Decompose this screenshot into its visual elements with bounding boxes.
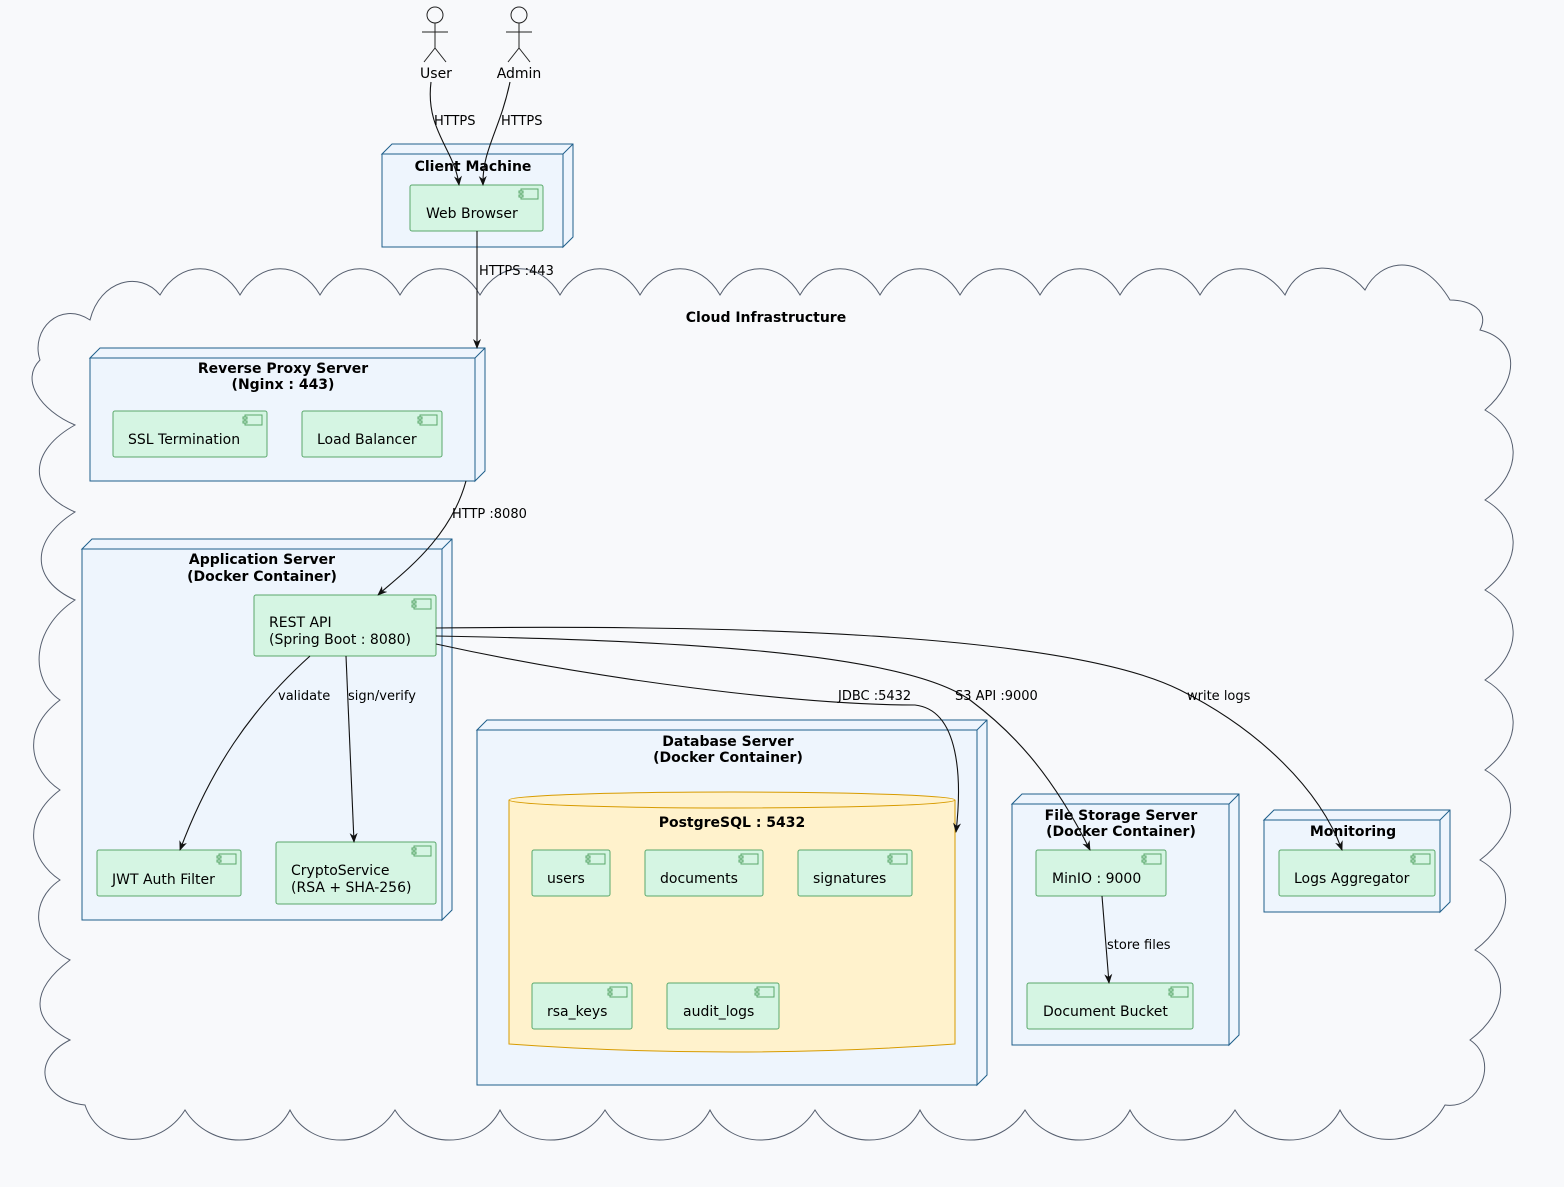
audit-logs-label: audit_logs: [683, 1004, 754, 1020]
documents-label: documents: [660, 871, 738, 887]
cloud-title: Cloud Infrastructure: [686, 310, 846, 326]
signatures-label: signatures: [813, 871, 886, 887]
rest-api-label-line2: (Spring Boot : 8080): [269, 632, 411, 648]
component-web-browser: Web Browser: [409, 184, 544, 232]
component-minio: MinIO : 9000: [1035, 849, 1167, 897]
component-document-bucket: Document Bucket: [1026, 982, 1194, 1030]
edge-api-jwt: [179, 655, 311, 851]
component-icon: [216, 853, 237, 865]
load-balancer-label: Load Balancer: [317, 432, 417, 448]
proxy-title-line1: Reverse Proxy Server: [198, 361, 368, 377]
web-browser-label: Web Browser: [426, 206, 518, 222]
table-documents: documents: [644, 849, 764, 897]
component-icon: [1168, 986, 1189, 998]
db-server-title-line1: Database Server: [662, 734, 793, 750]
edge-browser-proxy-label: HTTPS :443: [479, 264, 554, 279]
edge-proxy-api-label: HTTP :8080: [452, 507, 527, 522]
component-icon: [738, 853, 759, 865]
edge-minio-bucket: [1101, 895, 1113, 984]
table-users: users: [531, 849, 611, 897]
document-bucket-label: Document Bucket: [1043, 1004, 1168, 1020]
jwt-filter-label: JWT Auth Filter: [111, 872, 215, 888]
edge-api-db-label: JDBC :5432: [837, 689, 911, 704]
edge-api-logs: [435, 626, 1343, 851]
component-icon: [607, 986, 628, 998]
edge-admin-browser-label: HTTPS: [501, 114, 543, 129]
table-signatures: signatures: [797, 849, 913, 897]
component-icon: [1410, 853, 1431, 865]
actor-admin: Admin: [497, 6, 542, 82]
rsa-keys-label: rsa_keys: [547, 1004, 607, 1020]
edge-user-browser: [429, 81, 462, 186]
component-icon: [1141, 853, 1162, 865]
edge-proxy-api: [377, 480, 467, 596]
client-machine-title: Client Machine: [415, 159, 532, 175]
edge-api-jwt-label: validate: [278, 689, 330, 704]
edge-api-minio-label: S3 API :9000: [955, 689, 1038, 704]
actor-user: User: [420, 6, 452, 82]
admin-actor-icon: [506, 6, 532, 63]
component-icon: [242, 414, 263, 426]
table-audit-logs: audit_logs: [666, 982, 780, 1030]
edge-minio-bucket-label: store files: [1107, 938, 1171, 953]
component-icon: [518, 188, 539, 200]
ssl-termination-label: SSL Termination: [128, 432, 240, 448]
component-crypto-service: CryptoService (RSA + SHA-256): [275, 841, 437, 905]
user-actor-icon: [422, 6, 448, 63]
component-rest-api: REST API (Spring Boot : 8080): [253, 594, 437, 657]
edges: HTTPS HTTPS HTTPS :443 HTTP :8080 valida…: [179, 81, 1343, 984]
component-icon: [417, 414, 438, 426]
edge-api-crypto-label: sign/verify: [348, 689, 416, 704]
edge-api-crypto: [345, 655, 358, 843]
minio-label: MinIO : 9000: [1052, 871, 1141, 887]
monitoring-title: Monitoring: [1310, 824, 1396, 840]
app-title-line2: (Docker Container): [187, 569, 337, 585]
logs-aggregator-label: Logs Aggregator: [1294, 871, 1410, 887]
crypto-label-line1: CryptoService: [291, 863, 390, 879]
component-ssl-termination: SSL Termination: [112, 410, 268, 458]
component-logs-aggregator: Logs Aggregator: [1278, 849, 1436, 897]
db-server-title-line2: (Docker Container): [653, 750, 803, 766]
component-icon: [887, 853, 908, 865]
postgresql-title: PostgreSQL : 5432: [659, 815, 806, 831]
edge-user-browser-label: HTTPS: [434, 114, 476, 129]
edge-api-minio: [435, 635, 1091, 851]
edge-admin-browser: [478, 81, 511, 186]
app-title-line1: Application Server: [189, 552, 335, 568]
component-icon: [411, 598, 432, 610]
table-rsa-keys: rsa_keys: [531, 982, 633, 1030]
admin-label: Admin: [497, 66, 542, 82]
crypto-label-line2: (RSA + SHA-256): [291, 880, 411, 896]
files-title-line1: File Storage Server: [1045, 808, 1198, 824]
proxy-title-line2: (Nginx : 443): [232, 377, 335, 393]
rest-api-label-line1: REST API: [269, 615, 332, 631]
files-title-line2: (Docker Container): [1046, 824, 1196, 840]
users-label: users: [547, 871, 585, 887]
edge-api-db: [435, 643, 962, 833]
component-icon: [411, 845, 432, 857]
component-load-balancer: Load Balancer: [301, 410, 443, 458]
user-label: User: [420, 66, 452, 82]
component-icon: [754, 986, 775, 998]
component-jwt-auth-filter: JWT Auth Filter: [96, 849, 242, 897]
edge-api-logs-label: write logs: [1187, 689, 1251, 704]
component-icon: [585, 853, 606, 865]
